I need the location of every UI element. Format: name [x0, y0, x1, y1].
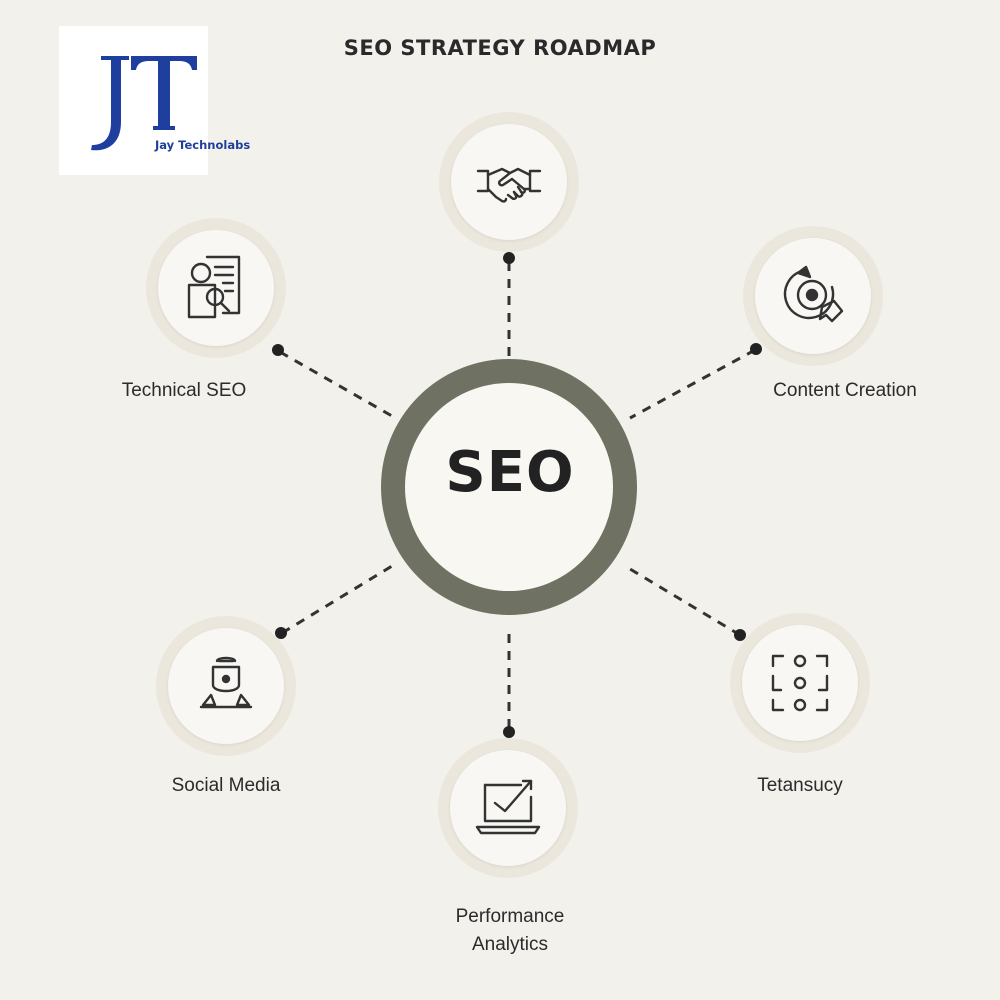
connector-dot-lower-right [734, 629, 746, 641]
company-logo: Jay Technolabs [59, 26, 250, 175]
connector-lower-right [629, 567, 741, 637]
logo-company-name: Jay Technolabs [155, 138, 251, 152]
page-title: SEO STRATEGY ROADMAP [343, 36, 657, 60]
node-tetansucy [730, 613, 870, 753]
target-icon [783, 265, 844, 323]
connector-dot-top [503, 252, 515, 264]
node-performance-analytics [438, 738, 578, 878]
connector-dot-bottom [503, 726, 515, 738]
monitor-analytics-icon [475, 779, 541, 835]
label-tetansucy: Tetansucy [757, 775, 843, 796]
handshake-icon [476, 167, 542, 203]
node-technical-seo [146, 218, 286, 358]
node-social-media [156, 616, 296, 756]
connector-lower-left [281, 564, 393, 635]
connector-upper-right [629, 348, 756, 420]
label-social-media: Social Media [171, 775, 281, 796]
node-handshake [439, 112, 579, 252]
label-technical-seo: Technical SEO [121, 380, 247, 401]
connector-dots [272, 252, 762, 738]
connector-lines [279, 262, 756, 730]
jt-monogram-logo [91, 56, 197, 151]
social-user-icon [199, 656, 253, 709]
scan-focus-icon [771, 654, 829, 712]
connector-upper-left [279, 350, 393, 418]
hub-label: SEO [445, 440, 575, 505]
node-content-creation [743, 226, 883, 366]
connector-dot-upper-left [272, 344, 284, 356]
label-performance-analytics: Performance Analytics [455, 906, 565, 955]
technical-document-search-icon [187, 255, 241, 319]
hub-ring [381, 359, 637, 615]
label-content-creation: Content Creation [773, 380, 917, 401]
connector-dot-lower-left [275, 627, 287, 639]
connector-dot-upper-right [750, 343, 762, 355]
